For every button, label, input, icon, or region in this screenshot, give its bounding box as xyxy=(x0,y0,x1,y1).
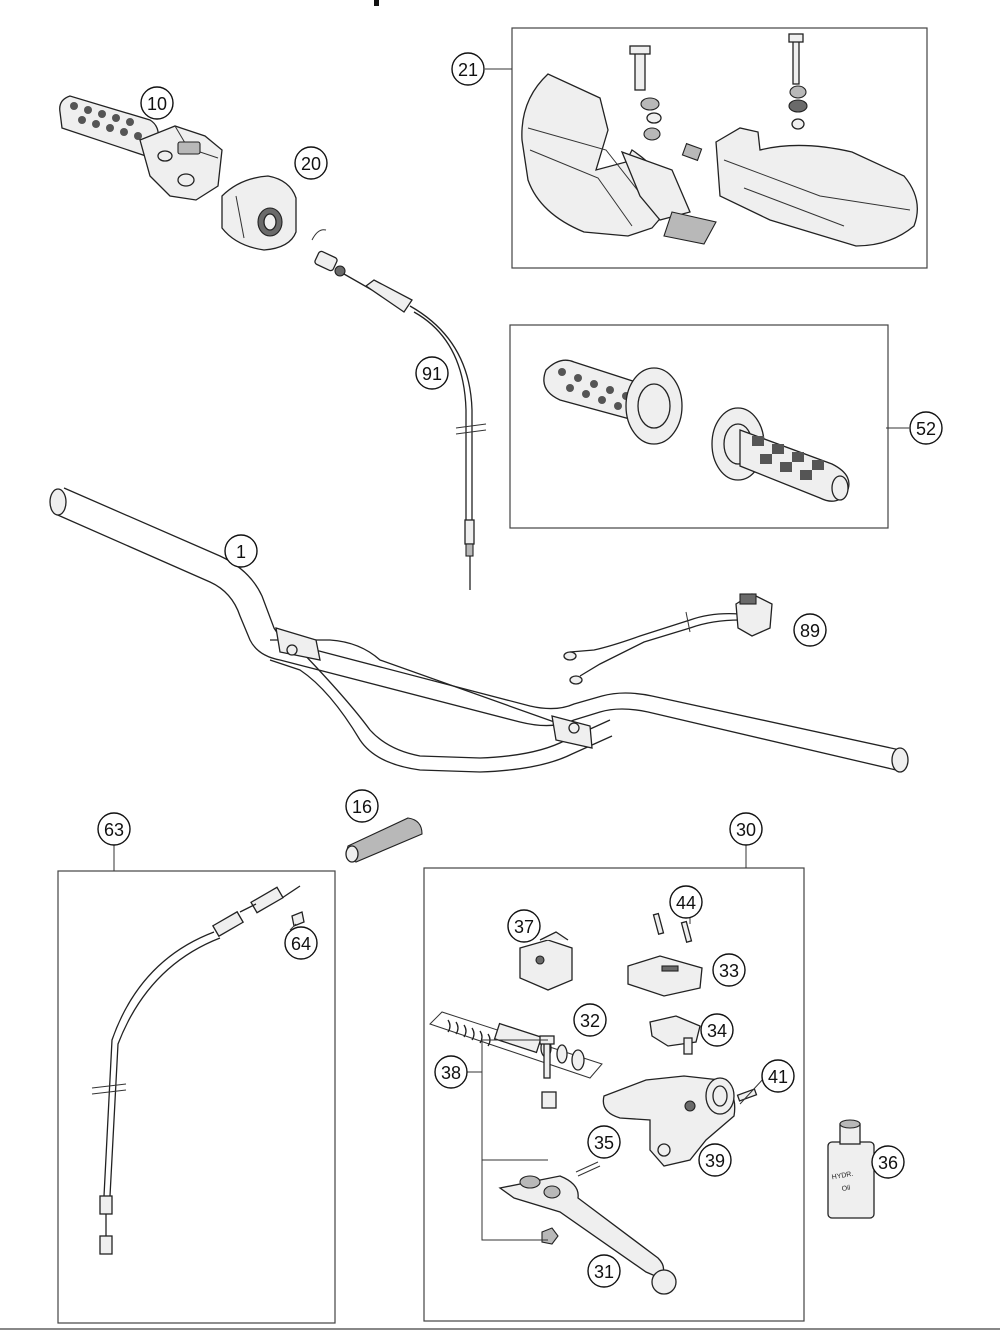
callout-16-text: 16 xyxy=(352,797,372,817)
callout-36-text: 36 xyxy=(878,1153,898,1173)
brake-cylinder-box xyxy=(423,867,805,1322)
callout-10-text: 10 xyxy=(147,94,167,114)
handlebar-end-plug xyxy=(345,817,423,863)
callout-33: 33 xyxy=(712,953,746,987)
callout-21-text: 21 xyxy=(458,60,478,80)
callout-52-text: 52 xyxy=(916,419,936,439)
callout-16: 16 xyxy=(345,789,379,823)
callout-44-text: 44 xyxy=(676,893,696,913)
throttle-cover xyxy=(221,175,297,251)
callout-63: 63 xyxy=(97,812,131,846)
clutch-cable-box xyxy=(57,870,336,1324)
brake-cylinder-kit xyxy=(429,912,758,1295)
callout-39: 39 xyxy=(698,1143,732,1177)
bottle-label-line1: HYDR. xyxy=(831,1171,854,1182)
callout-32: 32 xyxy=(573,1003,607,1037)
callout-31: 31 xyxy=(587,1254,621,1288)
callout-89: 89 xyxy=(793,613,827,647)
callout-35-text: 35 xyxy=(594,1133,614,1153)
callout-38-text: 38 xyxy=(441,1063,461,1083)
handguard-kit xyxy=(521,33,918,247)
callout-31-text: 31 xyxy=(594,1262,614,1282)
callout-35: 35 xyxy=(587,1125,621,1159)
callout-39-text: 39 xyxy=(705,1151,725,1171)
callout-1-text: 1 xyxy=(236,542,246,562)
callout-91-text: 91 xyxy=(422,364,442,384)
header-fragment xyxy=(374,0,379,6)
callout-1: 1 xyxy=(224,534,258,568)
grip-set-box xyxy=(509,324,889,529)
brake-fluid-bottle: HYDR. Oil xyxy=(827,1119,875,1219)
callout-89-text: 89 xyxy=(800,621,820,641)
handguard-kit-box xyxy=(511,27,928,269)
handlebar xyxy=(49,487,909,773)
callout-64-text: 64 xyxy=(291,934,311,954)
callout-36: 36 xyxy=(871,1145,905,1179)
callout-32-text: 32 xyxy=(580,1011,600,1031)
throttle-cable xyxy=(311,229,487,590)
callout-30-text: 30 xyxy=(736,820,756,840)
callout-44: 44 xyxy=(669,885,703,919)
callout-33-text: 33 xyxy=(719,961,739,981)
callout-34: 34 xyxy=(700,1013,734,1047)
callout-41: 41 xyxy=(761,1059,795,1093)
callout-37-text: 37 xyxy=(514,917,534,937)
callout-63-text: 63 xyxy=(104,820,124,840)
callout-34-text: 34 xyxy=(707,1021,727,1041)
callout-37: 37 xyxy=(507,909,541,943)
grip-set xyxy=(543,359,850,502)
throttle-grip-assembly xyxy=(59,95,223,201)
callout-30: 30 xyxy=(729,812,763,846)
bottle-label-line2: Oil xyxy=(841,1185,851,1193)
callout-91: 91 xyxy=(415,356,449,390)
kill-switch xyxy=(563,593,773,685)
callout-52: 52 xyxy=(909,411,943,445)
callout-20: 20 xyxy=(294,146,328,180)
callout-20-text: 20 xyxy=(301,154,321,174)
callout-41-text: 41 xyxy=(768,1067,788,1087)
callout-38: 38 xyxy=(434,1055,468,1089)
clutch-cable xyxy=(91,885,305,1255)
callout-10: 10 xyxy=(140,86,174,120)
callout-64: 64 xyxy=(284,926,318,960)
callout-21: 21 xyxy=(451,52,485,86)
